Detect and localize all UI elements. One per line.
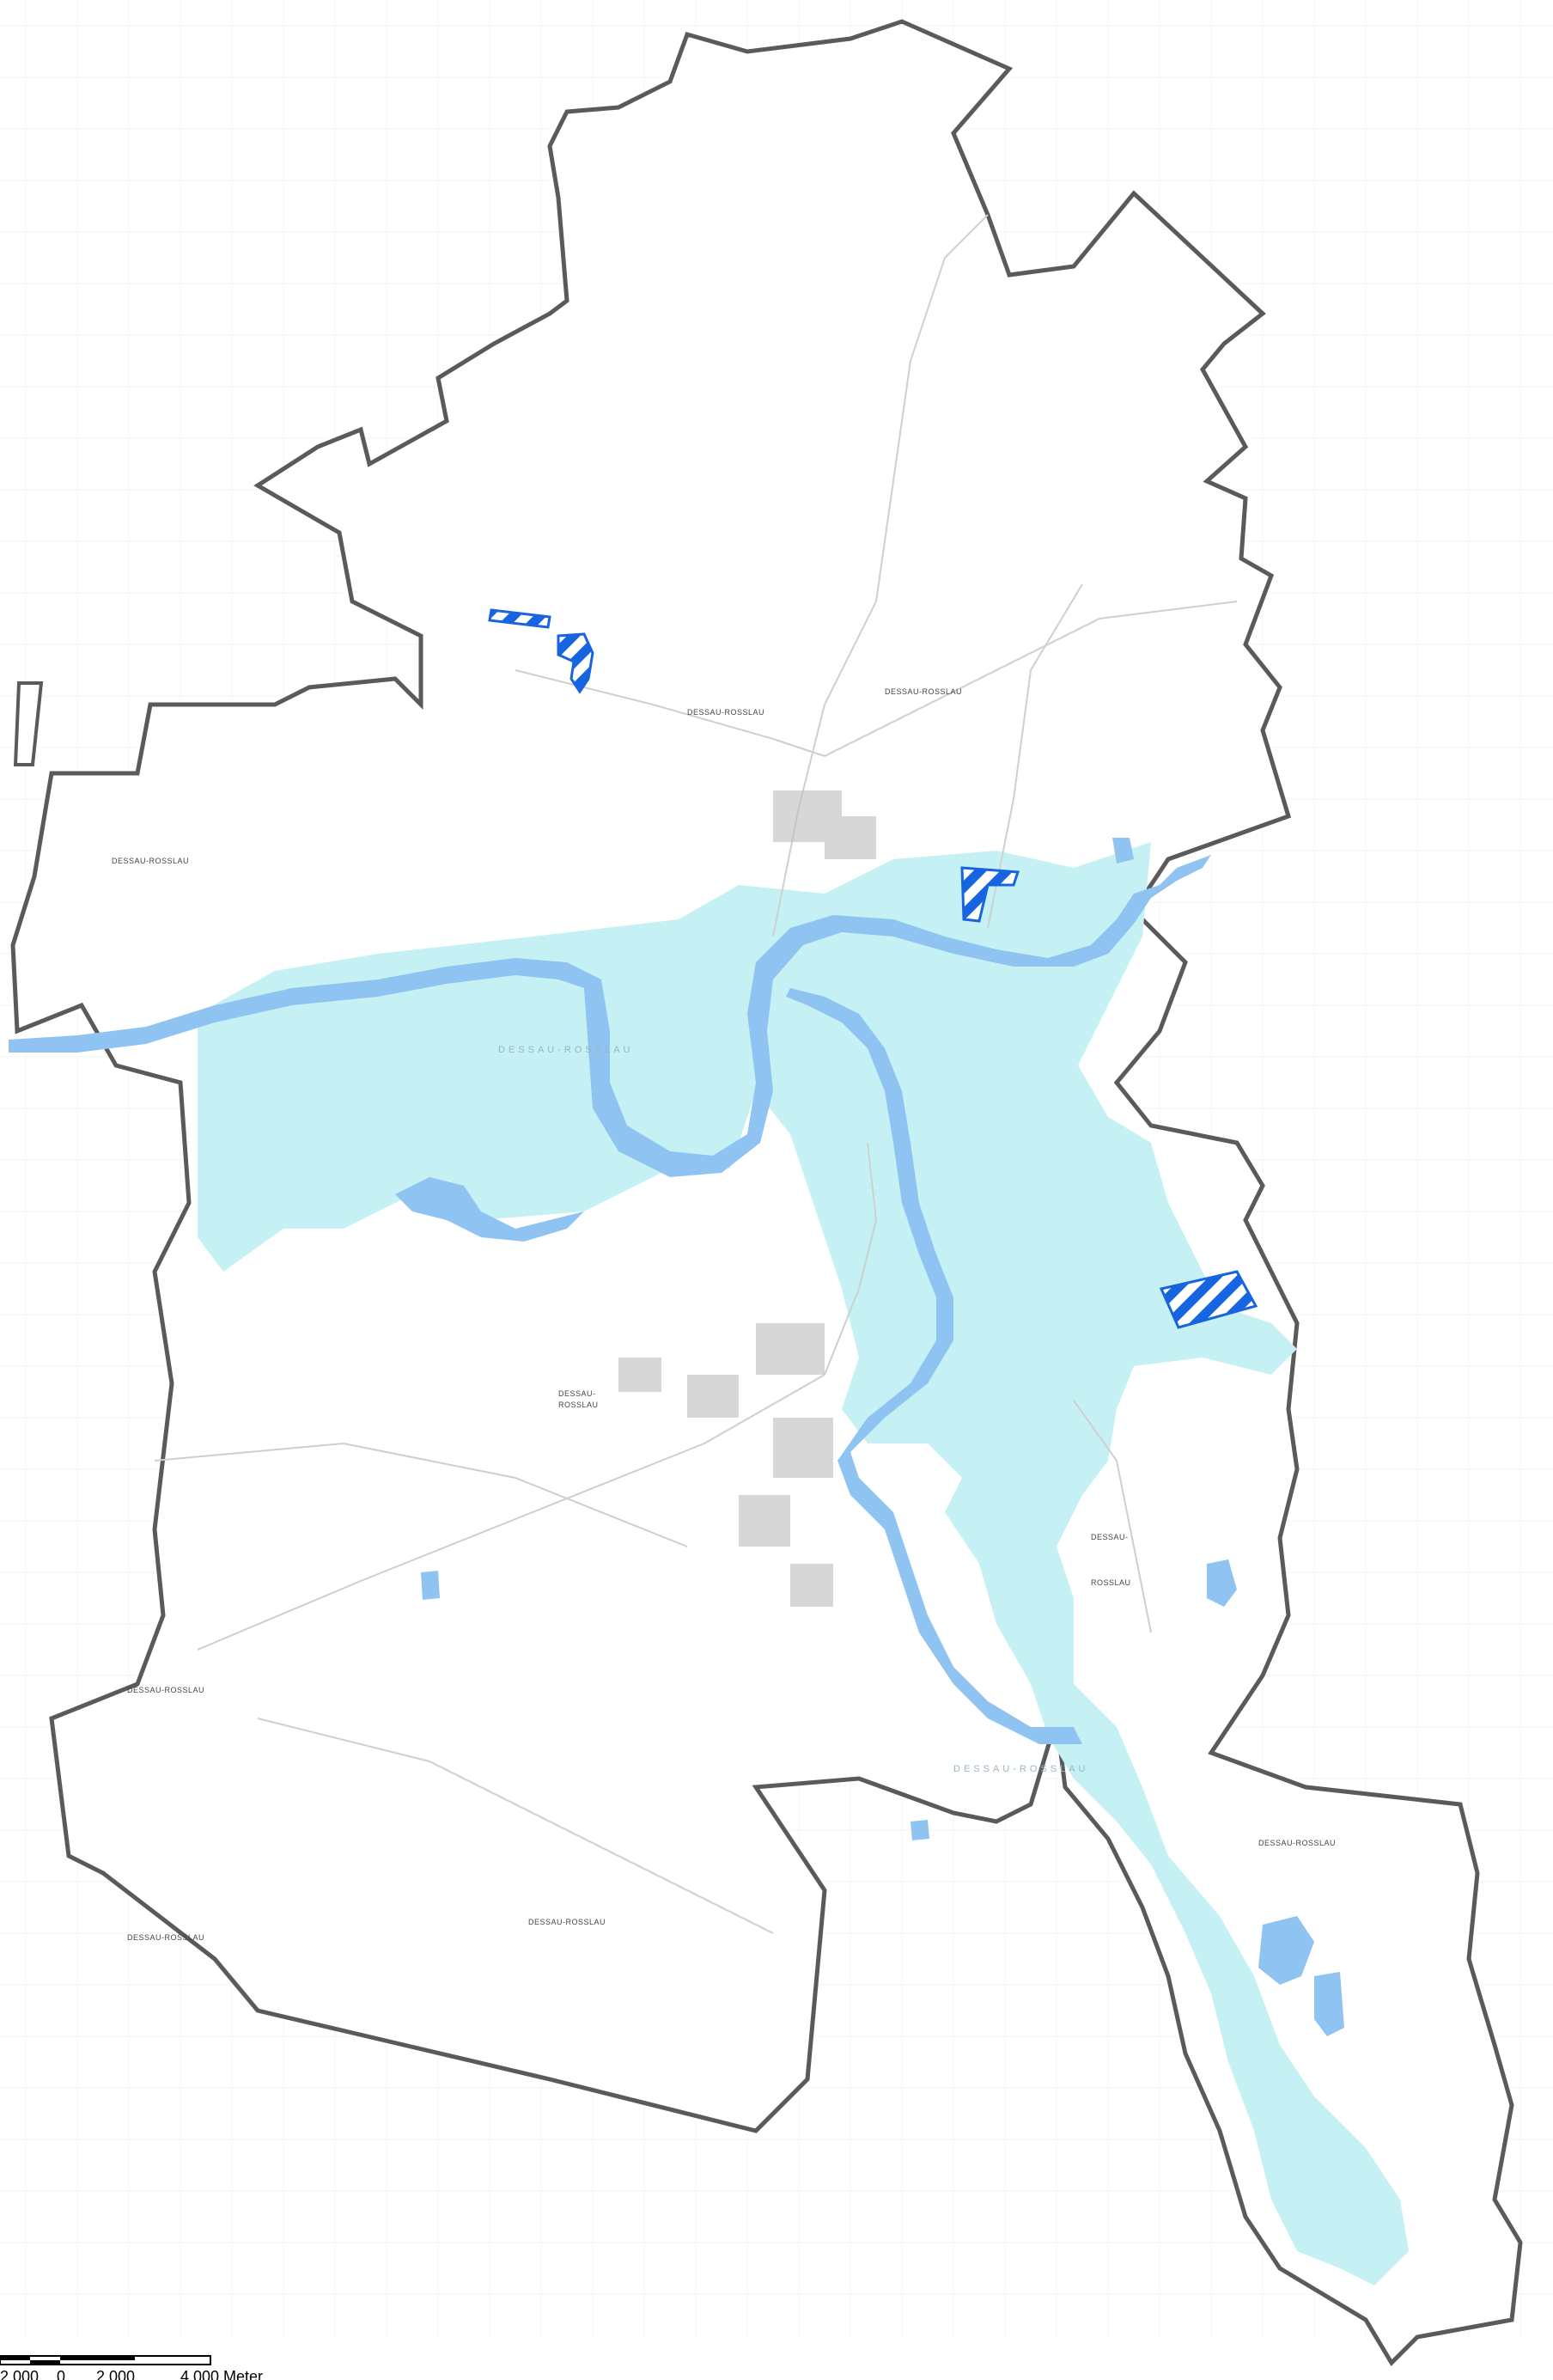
hatched-areas [488, 608, 1258, 1329]
label-north-town: DESSAU-ROSSLAU [687, 708, 764, 717]
urban-area-center [618, 790, 876, 1607]
label-north-east-town: DESSAU-ROSSLAU [885, 687, 962, 696]
lake-southeast-2 [1314, 1972, 1344, 2036]
elbe-floodplain [198, 842, 1409, 2285]
scale-label-1: 0 [57, 2368, 65, 2380]
label-river-center: DESSAU-ROSSLAU [498, 1045, 633, 1055]
label-center-city-line2: ROSSLAU [558, 1401, 599, 1409]
mulde-river [786, 988, 1082, 1744]
label-east-town-line2: ROSSLAU [1091, 1578, 1131, 1587]
west-exclave-boundary [13, 681, 44, 766]
elbe-river [9, 855, 1211, 1177]
label-center-city-line1: DESSAU- [558, 1389, 596, 1398]
scale-label-3: 4.000 Meter [180, 2368, 263, 2380]
label-south-town: DESSAU-ROSSLAU [528, 1918, 606, 1926]
lake-southeast-1 [1258, 1916, 1314, 1985]
scale-label-2: 2.000 [96, 2368, 135, 2380]
hatched-area-northwest-strip [488, 608, 551, 629]
place-labels: DESSAU-ROSSLAU DESSAU-ROSSLAU DESSAU-ROS… [112, 687, 1336, 1942]
pond-north [1112, 838, 1134, 864]
label-southeast-town: DESSAU-ROSSLAU [1258, 1839, 1336, 1847]
label-southwest-town1: DESSAU-ROSSLAU [127, 1686, 204, 1694]
label-west-town: DESSAU-ROSSLAU [112, 857, 189, 865]
label-east-town-line1: DESSAU- [1091, 1533, 1129, 1541]
base-map-roads [154, 214, 1238, 1934]
hatched-area-east [1159, 1270, 1258, 1329]
oxbow-lake-west [395, 1177, 584, 1242]
pond-south [910, 1820, 929, 1840]
city-boundary [10, 19, 1523, 2367]
label-southwest-town2: DESSAU-ROSSLAU [127, 1933, 204, 1942]
scale-bar: 2.000 0 2.000 4.000 Meter [0, 2355, 263, 2380]
pond-west [421, 1571, 440, 1600]
hatched-area-northwest-blob [557, 632, 594, 694]
lake-east [1207, 1559, 1237, 1607]
scale-label-0: 2.000 [0, 2368, 39, 2380]
hatched-area-north [960, 866, 1020, 923]
label-mulde: DESSAU-ROSSLAU [953, 1764, 1088, 1774]
